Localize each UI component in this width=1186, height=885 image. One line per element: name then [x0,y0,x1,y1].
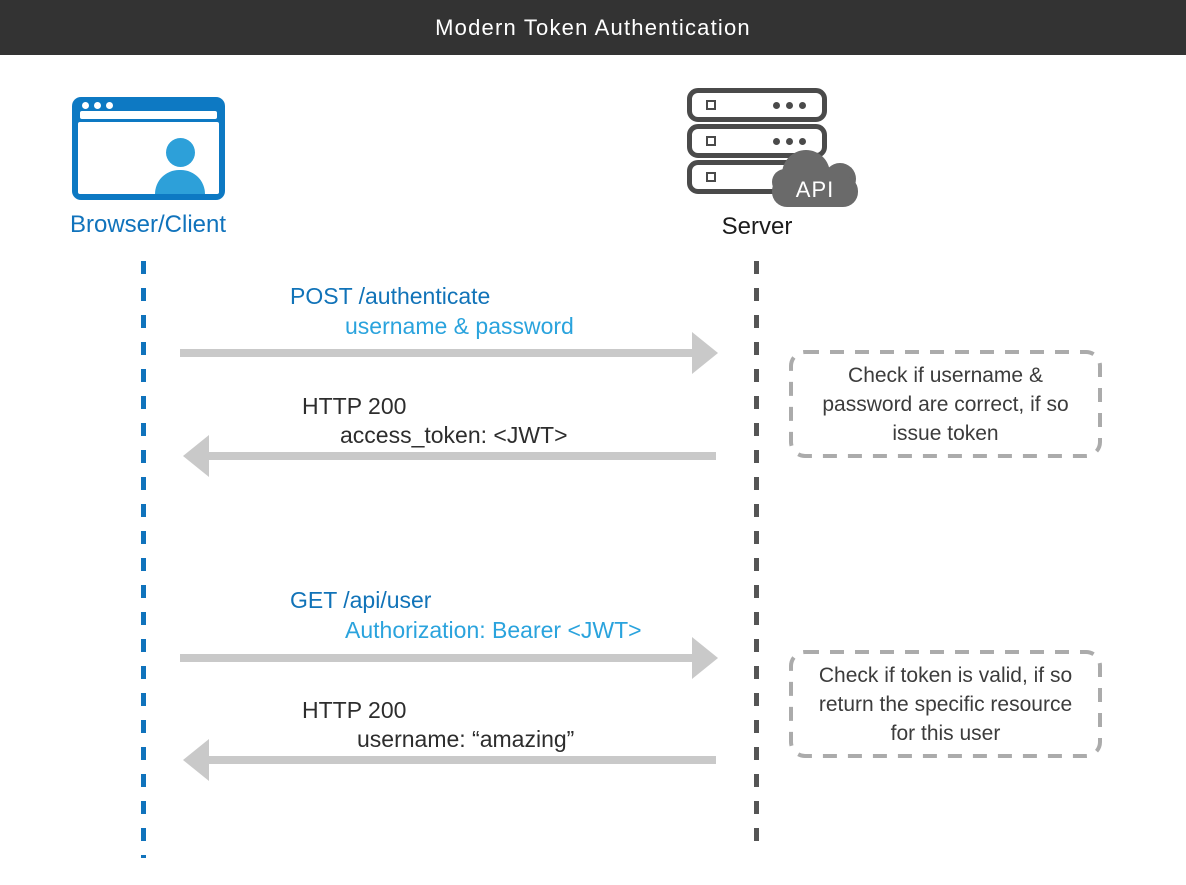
note-text-line: Check if username & [848,363,1043,387]
note-text-line: Check if token is valid, if so [818,663,1073,687]
client-actor-label: Browser/Client [69,211,227,238]
server-lifeline [754,261,759,851]
server-note-box: Check if token is valid, if so return th… [789,650,1102,758]
message-method-label: POST /authenticate [290,283,491,309]
message-payload-label: access_token: <JWT> [340,422,568,448]
rack-drive-icon [706,136,716,146]
rack-led-dots-icon [773,137,806,145]
message-payload-label: username & password [345,313,574,339]
message-payload-label: Authorization: Bearer <JWT> [345,617,642,643]
note-text-line: password are correct, if so [822,392,1069,416]
response-arrow-icon [183,435,716,477]
note-text-line: for this user [890,721,1001,745]
message-status-label: HTTP 200 [302,697,407,723]
browser-client-icon [72,97,225,200]
api-badge-label: API [795,177,835,202]
browser-address-bar-icon [80,111,217,119]
response-arrow-icon [183,739,716,781]
server-rack-row [687,124,827,158]
rack-drive-icon [706,172,716,182]
browser-content-area [78,122,219,194]
client-lifeline [141,261,146,858]
note-text-line: return the specific resource [818,692,1073,716]
message-status-label: HTTP 200 [302,393,407,419]
note-text-line: issue token [892,421,999,445]
server-rack-row [687,88,827,122]
browser-window-dots-icon [82,102,113,109]
request-arrow-icon [180,637,718,679]
server-note-box: Check if username & password are correct… [789,350,1102,458]
message-payload-label: username: “amazing” [357,726,575,752]
request-arrow-icon [180,332,718,374]
rack-drive-icon [706,100,716,110]
api-cloud-icon: API [772,150,858,207]
rack-led-dots-icon [773,101,806,109]
message-method-label: GET /api/user [290,587,432,613]
user-avatar-icon [155,138,205,194]
title-bar: Modern Token Authentication [0,0,1186,55]
page-title: Modern Token Authentication [435,14,751,40]
server-actor-label: Server [721,213,793,240]
